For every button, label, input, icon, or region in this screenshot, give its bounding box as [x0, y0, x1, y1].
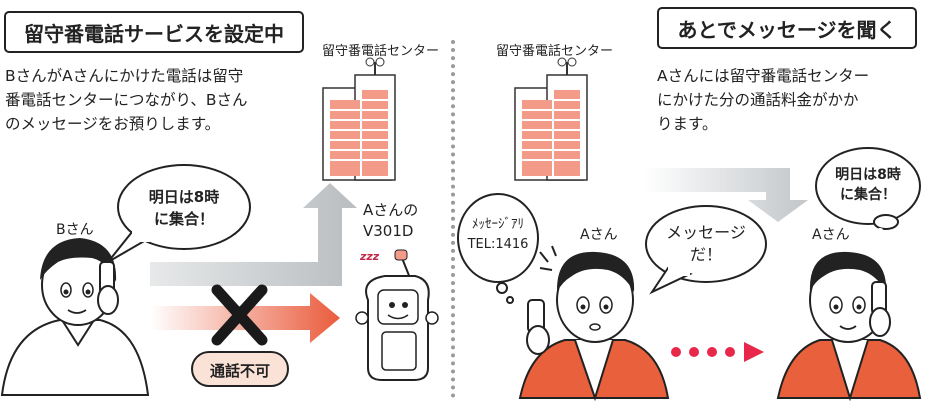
thought-line-2: TEL:1416 [467, 237, 529, 252]
memo-speech-bubble [815, 147, 921, 232]
forward-arrow [150, 183, 357, 286]
right-desc-line-1: Aさんには留守番電話センター [657, 67, 870, 85]
b-bubble-line-1: 明日は8時 [148, 188, 220, 206]
right-title-text: あとでメッセージを聞く [677, 17, 897, 42]
memo-bubble-text: 明日は8時 に集合！ [820, 165, 916, 205]
right-description: Aさんには留守番電話センター にかけた分の通話料金がかか ります。 [657, 64, 869, 136]
panel-divider [451, 40, 455, 398]
b-bubble-line-2: に集合！ [153, 210, 214, 228]
message-line-1: メッセー [666, 223, 730, 242]
a-phone-v301d [355, 249, 439, 381]
left-panel-title: 留守番電話サービスを設定中 [4, 11, 304, 53]
left-desc-line-3: のメッセージをお預りします。 [5, 115, 221, 133]
right-desc-line-2: にかけた分の通話料金がかか [657, 91, 859, 109]
message-line-2: ジ [729, 223, 746, 242]
answering-center-building-right [514, 57, 588, 181]
blocked-badge-text: 通話不可 [209, 362, 270, 380]
person-a-illustration-2 [776, 251, 922, 401]
progress-dots-arrow [671, 342, 764, 362]
left-description: BさんがAさんにかけた電話は留守 番電話センターにつながり、Bさん のメッセージ… [5, 64, 248, 136]
a-phone-line-1: Aさんの [363, 201, 419, 219]
b-speech-bubble [107, 164, 251, 263]
a-label-1: Aさん [580, 227, 618, 243]
b-label: Bさん [56, 222, 94, 238]
message-speech-bubble [645, 205, 767, 295]
a-phone-line-2: V301D [363, 222, 414, 240]
thought-bubble-text: ﾒｯｾｰｼﾞｱﾘ TEL:1416 [460, 215, 536, 255]
memo-line-1: 明日は8時 [835, 167, 901, 183]
message-bubble-text: メッセージ だ！ [648, 222, 764, 266]
right-center-label: 留守番電話センター [496, 44, 614, 59]
answering-center-building-left [322, 57, 396, 181]
callback-arrow [645, 168, 808, 222]
person-a-illustration-1 [518, 245, 670, 401]
message-line-3: だ！ [689, 245, 722, 264]
blocked-x-icon [211, 284, 268, 346]
memo-line-2: に集合！ [840, 187, 896, 203]
left-desc-line-1: BさんがAさんにかけた電話は留守 [5, 67, 244, 85]
a-phone-label: Aさんの V301D [363, 200, 418, 242]
person-b-illustration [0, 238, 150, 396]
right-panel-title: あとでメッセージを聞く [657, 7, 917, 49]
sleep-zzz: zzz [360, 250, 380, 263]
left-desc-line-2: 番電話センターにつながり、Bさん [5, 91, 248, 109]
left-title-text: 留守番電話サービスを設定中 [24, 21, 284, 46]
b-bubble-text: 明日は8時 に集合！ [128, 186, 240, 230]
right-desc-line-3: ります。 [657, 115, 718, 133]
blocked-badge-shape [191, 351, 289, 387]
left-center-label: 留守番電話センター [322, 44, 440, 59]
thought-line-1: ﾒｯｾｰｼﾞｱﾘ [472, 217, 524, 232]
thought-bubble [457, 193, 539, 304]
a-label-2: Aさん [812, 227, 850, 243]
